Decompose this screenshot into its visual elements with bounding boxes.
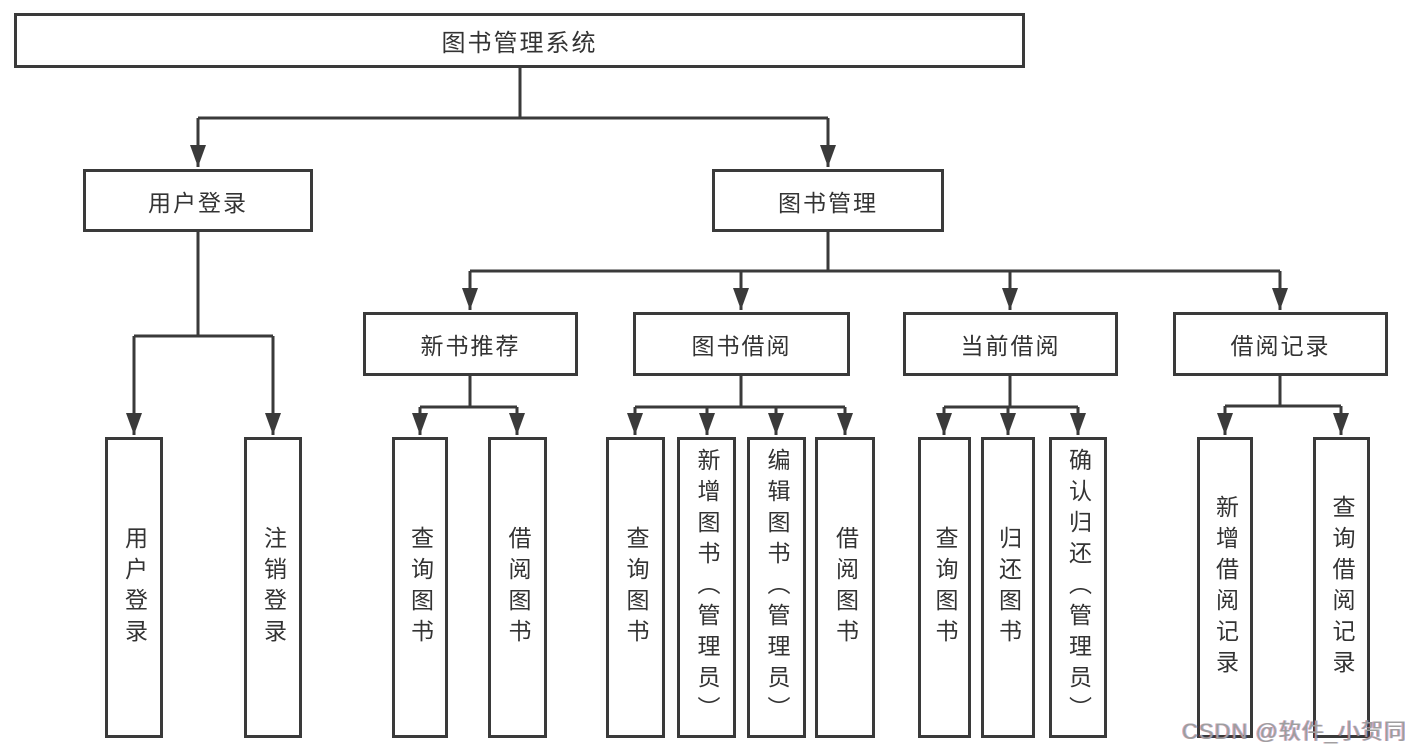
node-new-book-recommend: 新书推荐	[363, 312, 578, 376]
leaf-confirm-return-admin: 确认归还（管理员）	[1049, 437, 1107, 738]
leaf-add-borrow-record: 新增借阅记录	[1197, 437, 1253, 738]
leaf-return-books: 归还图书	[981, 437, 1035, 738]
csdn-watermark: CSDN @软件_小贺同学	[1182, 719, 1405, 744]
leaf-user-login: 用户登录	[105, 437, 163, 738]
leaf-borrow-books: 借阅图书	[815, 437, 875, 738]
node-book-management: 图书管理	[712, 169, 944, 232]
node-user-login: 用户登录	[83, 169, 313, 232]
leaf-query-books-borrow: 查询图书	[606, 437, 665, 738]
leaf-borrow-books-recommend: 借阅图书	[488, 437, 547, 738]
node-book-borrow: 图书借阅	[633, 312, 850, 376]
node-library-management-system: 图书管理系统	[14, 13, 1025, 68]
leaf-query-borrow-record: 查询借阅记录	[1313, 437, 1370, 738]
leaf-query-books-current: 查询图书	[918, 437, 971, 738]
node-current-borrow: 当前借阅	[903, 312, 1118, 376]
leaf-edit-books-admin: 编辑图书（管理员）	[747, 437, 806, 738]
leaf-logout: 注销登录	[244, 437, 302, 738]
node-borrow-records: 借阅记录	[1173, 312, 1388, 376]
leaf-query-books-recommend: 查询图书	[392, 437, 448, 738]
leaf-add-books-admin: 新增图书（管理员）	[677, 437, 736, 738]
